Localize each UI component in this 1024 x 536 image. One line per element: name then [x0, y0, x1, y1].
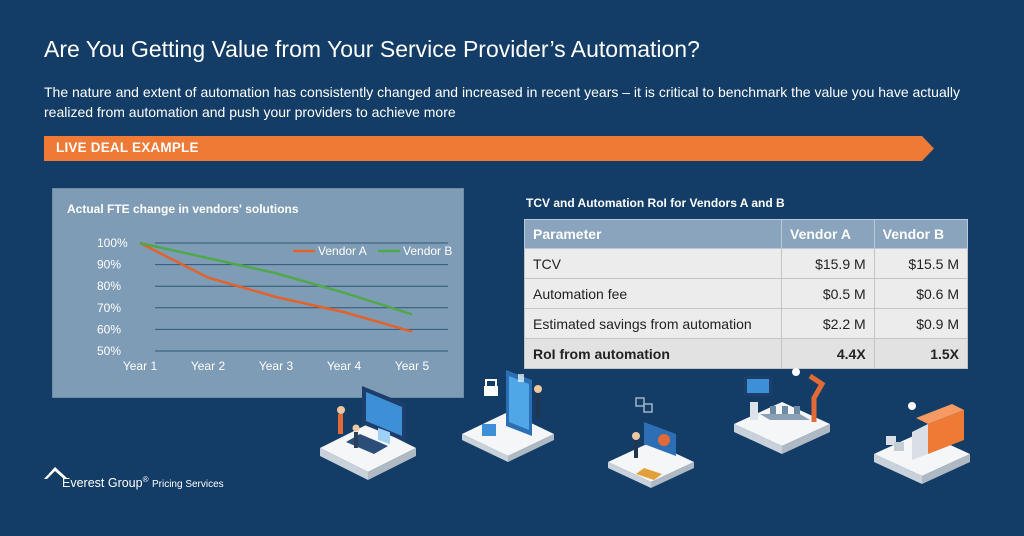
- legend-label: Vendor A: [318, 244, 367, 258]
- page-subtitle: The nature and extent of automation has …: [44, 84, 960, 120]
- vendor-a-value: $0.5 M: [781, 278, 875, 309]
- header-parameter: Parameter: [524, 219, 782, 249]
- x-tick-label: Year 3: [259, 359, 294, 373]
- vendor-roi-table: Parameter Vendor A Vendor B TCV $15.9 M …: [524, 219, 969, 369]
- legend-label: Vendor B: [403, 244, 452, 258]
- header-vendor-a: Vendor A: [781, 219, 875, 249]
- x-tick-label: Year 2: [191, 359, 226, 373]
- everest-mountain-logo-icon: [44, 467, 68, 479]
- table-row: Estimated savings from automation $2.2 M…: [524, 308, 969, 339]
- y-tick-label: 80%: [97, 279, 121, 293]
- automation-analyst-illustration: [608, 397, 694, 488]
- table-row: Automation fee $0.5 M $0.6 M: [524, 278, 969, 309]
- table-title: TCV and Automation RoI for Vendors A and…: [526, 196, 785, 210]
- vendor-b-value: 1.5X: [873, 338, 969, 369]
- table-row: TCV $15.9 M $15.5 M: [524, 248, 969, 279]
- x-tick-label: Year 4: [327, 359, 362, 373]
- chart-title: Actual FTE change in vendors' solutions: [67, 202, 299, 216]
- vendor-a-value: $15.9 M: [781, 248, 875, 279]
- delivery-truck-illustration: [874, 402, 970, 484]
- y-tick-label: 90%: [97, 258, 121, 272]
- logo-registered-mark: ®: [142, 475, 149, 484]
- robotic-assembly-illustration: [734, 368, 830, 454]
- live-deal-banner: LIVE DEAL EXAMPLE: [44, 136, 934, 161]
- banner-label: LIVE DEAL EXAMPLE: [56, 140, 199, 155]
- vendor-a-value: 4.4X: [781, 338, 875, 369]
- banner-arrow-shape: [44, 136, 934, 161]
- vendor-b-value: $0.6 M: [873, 278, 969, 309]
- y-tick-label: 60%: [97, 322, 121, 336]
- page-title: Are You Getting Value from Your Service …: [44, 36, 700, 62]
- series-line-vendor-b: [139, 241, 413, 316]
- vendor-a-value: $2.2 M: [781, 308, 875, 339]
- row-label: Estimated savings from automation: [524, 308, 782, 339]
- row-label: TCV: [524, 248, 782, 279]
- header-vendor-b: Vendor B: [873, 219, 969, 249]
- company-logo: Everest Group® Pricing Services: [62, 475, 224, 490]
- vendor-b-value: $15.5 M: [873, 248, 969, 279]
- y-tick-label: 70%: [97, 301, 121, 315]
- x-tick-label: Year 1: [123, 359, 158, 373]
- fte-chart-panel: Actual FTE change in vendors' solutions …: [52, 188, 464, 398]
- logo-name: Everest Group: [62, 476, 143, 491]
- computer-workstation-illustration: [320, 386, 416, 480]
- row-label: Automation fee: [524, 278, 782, 309]
- fte-line-chart: 100% 90% 80% 70% 60% 50%Year 1 Year 2 Year 3 Yea…: [97, 236, 452, 373]
- table-header-row: Parameter Vendor A Vendor B: [524, 219, 969, 249]
- row-label: RoI from automation: [524, 338, 782, 369]
- series-line-vendor-a: [139, 241, 413, 333]
- table-row-roi: RoI from automation 4.4X 1.5X: [524, 338, 969, 369]
- y-tick-label: 100%: [97, 236, 128, 250]
- y-tick-label: 50%: [97, 344, 121, 358]
- mobile-security-illustration: [462, 370, 554, 462]
- x-tick-label: Year 5: [395, 359, 430, 373]
- vendor-b-value: $0.9 M: [873, 308, 969, 339]
- logo-service-label: Pricing Services: [151, 479, 224, 491]
